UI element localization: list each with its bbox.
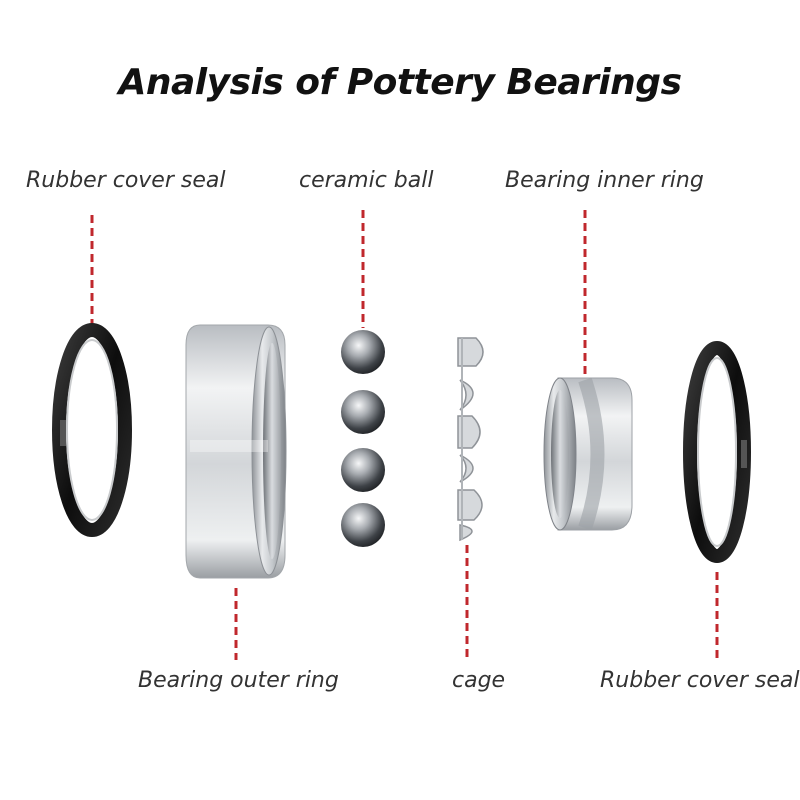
label-rubber-cover-seal-right: Rubber cover seal bbox=[600, 668, 800, 693]
cage bbox=[457, 337, 484, 542]
rubber-cover-seal-right bbox=[683, 341, 751, 563]
rubber-cover-seal-left bbox=[52, 323, 132, 537]
ceramic-balls bbox=[341, 330, 385, 547]
label-cage: cage bbox=[452, 668, 506, 693]
bearing-outer-ring bbox=[185, 324, 287, 579]
page-title: Analysis of Pottery Bearings bbox=[118, 62, 682, 103]
ceramic-ball-3 bbox=[341, 448, 385, 492]
label-rubber-cover-seal-left: Rubber cover seal bbox=[26, 168, 226, 193]
ceramic-ball-2 bbox=[341, 390, 385, 434]
ceramic-ball-4 bbox=[341, 503, 385, 547]
leader-lines bbox=[90, 210, 719, 660]
label-bearing-outer-ring: Bearing outer ring bbox=[138, 668, 339, 693]
ceramic-ball-1 bbox=[341, 330, 385, 374]
label-ceramic-ball: ceramic ball bbox=[299, 168, 434, 193]
bearing-inner-ring bbox=[543, 377, 633, 531]
label-bearing-inner-ring: Bearing inner ring bbox=[505, 168, 704, 193]
